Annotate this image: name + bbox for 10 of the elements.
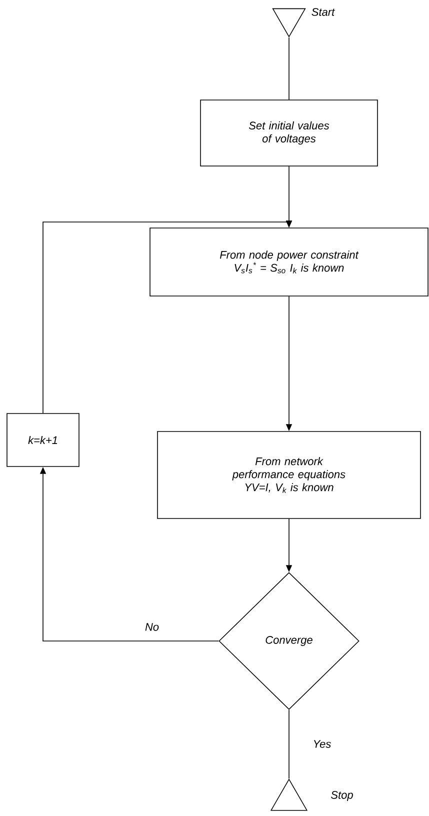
arrow: [42, 220, 292, 414]
terminal-label: Stop: [331, 791, 353, 801]
edge-label: No: [144, 622, 160, 632]
edge-label: Yes: [312, 739, 332, 749]
process-box: From node power constraint V$_{s}$I$_{s}$$^{*}$ = S$_{so}$ I$_{k}$ is known: [150, 228, 428, 296]
process-box: k=k+1: [6, 413, 80, 467]
terminal-label: Start: [312, 8, 335, 16]
process-box: Set initial values of voltages: [200, 100, 378, 166]
terminal-triangle: [272, 8, 306, 38]
process-box: From network performance equations YV=I, V$_{k}$ is known: [157, 431, 421, 519]
